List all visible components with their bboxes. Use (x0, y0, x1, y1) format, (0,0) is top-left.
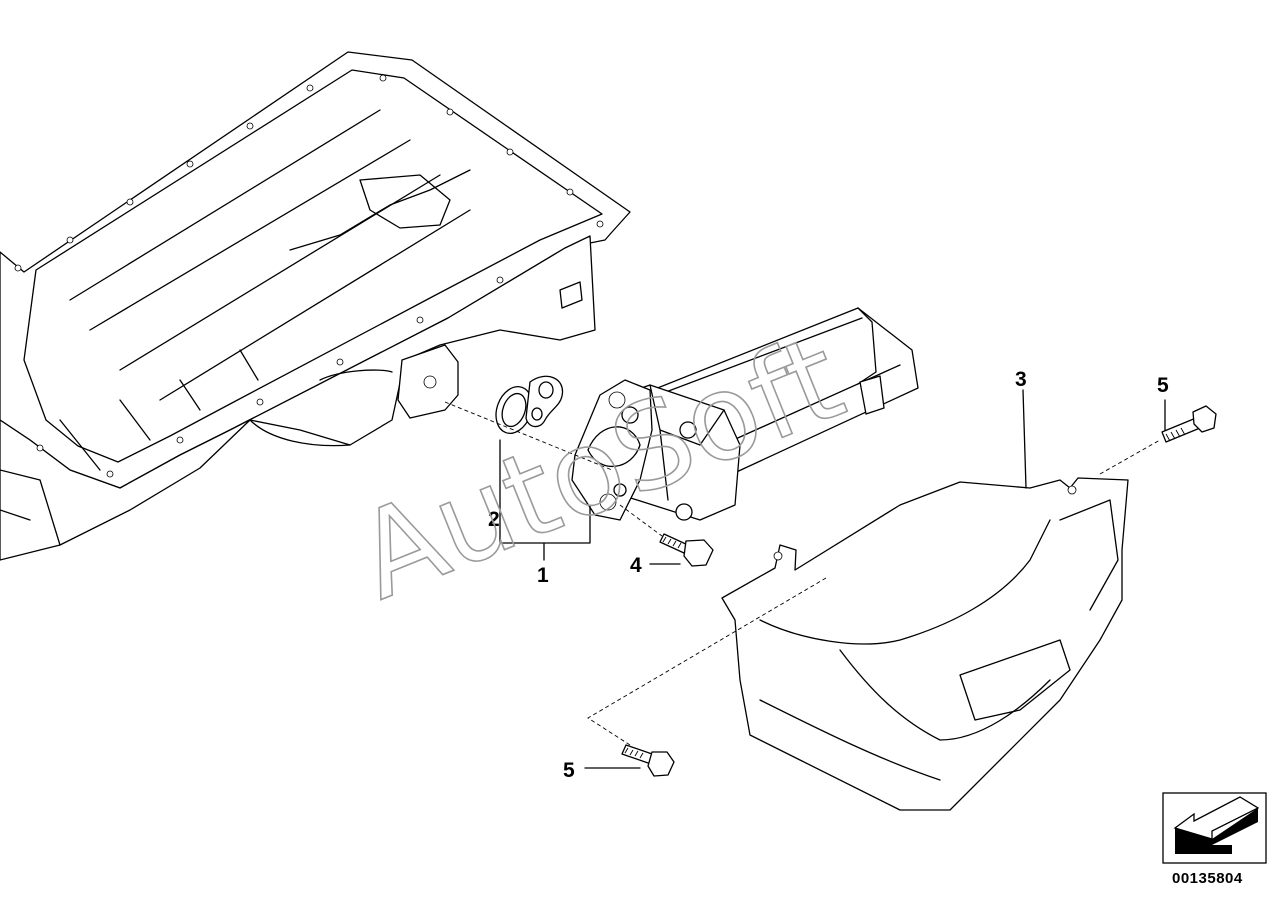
assembly-lines (444, 401, 1161, 746)
direction-arrow-icon (1162, 792, 1267, 864)
seal-rings (495, 375, 564, 434)
callout-4: 4 (630, 554, 642, 577)
heat-shield (721, 477, 1129, 811)
bolt-4 (659, 533, 714, 567)
callout-1: 1 (537, 564, 549, 587)
oil-filter-housing (571, 307, 919, 521)
callout-5-lower: 5 (563, 759, 575, 782)
oil-pan (0, 51, 631, 561)
bolt-5-upper (1161, 405, 1217, 443)
callout-3: 3 (1015, 368, 1027, 391)
leader-lines (499, 389, 1166, 769)
callout-5-upper: 5 (1157, 374, 1169, 397)
flange-bolt-holes (14, 74, 604, 478)
bolt-5-lower (621, 744, 675, 777)
callout-labels: 1 2 3 4 5 5 (488, 368, 1169, 782)
callout-2: 2 (488, 508, 500, 531)
document-number: 00135804 (1172, 870, 1243, 887)
